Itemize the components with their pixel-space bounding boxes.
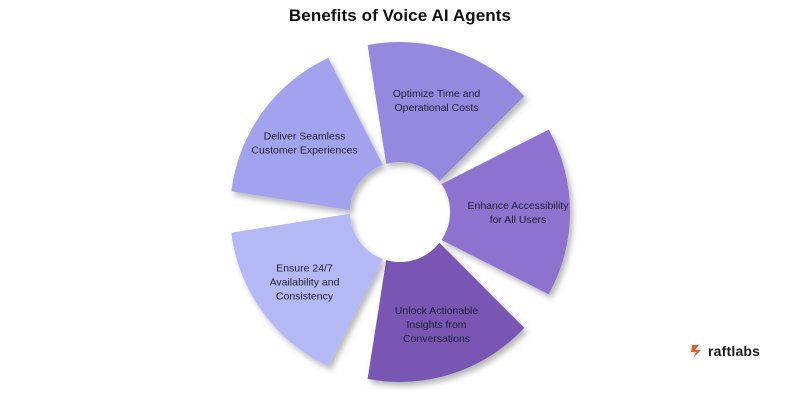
raftlabs-logo-icon <box>691 345 701 357</box>
segment-label-line: Conversations <box>403 333 470 345</box>
segment-label: Enhance Accessibility for All Users <box>468 200 570 226</box>
wheel-segment <box>367 41 525 182</box>
segment-label-line: Enhance Accessibility <box>468 200 570 212</box>
segment-label-line: Operational Costs <box>394 102 478 114</box>
segment-label-line: Ensure 24/7 <box>276 262 333 274</box>
wheel-segment <box>441 129 571 295</box>
brand-logo: raftlabs <box>690 343 760 359</box>
wheel-segment <box>231 213 383 367</box>
segment-label-line: Customer Experiences <box>251 145 357 157</box>
wheel-segment <box>367 242 525 383</box>
segment-label-line: Consistency <box>276 290 334 302</box>
brand-name: raftlabs <box>708 343 761 359</box>
segment-label-line: Insights from <box>406 319 466 331</box>
wheel-segment <box>231 57 383 211</box>
segment-label-line: Deliver Seamless <box>264 131 346 143</box>
segment-label-line: Optimize Time and <box>393 88 481 100</box>
diagram-title: Benefits of Voice AI Agents <box>288 6 512 25</box>
segment-label-line: for All Users <box>490 214 547 226</box>
segment-label-line: Availability and <box>270 276 340 288</box>
segment-label-line: Unlock Actionable <box>395 305 479 317</box>
